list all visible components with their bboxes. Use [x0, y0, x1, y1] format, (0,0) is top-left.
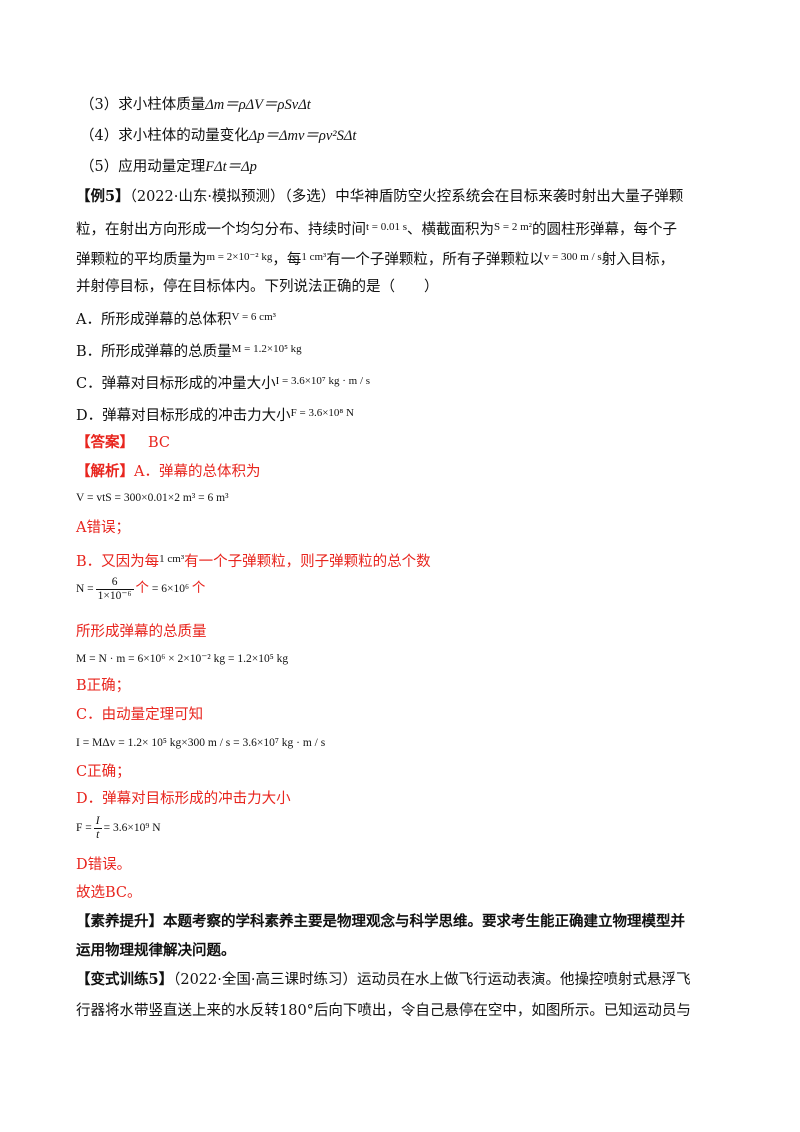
- analysis-conclusion: 故选BC。: [76, 885, 142, 901]
- step-5-formula: FΔt＝Δp: [205, 159, 257, 175]
- example-text-2a: 粒，在射出方向形成一个均匀分布、持续时间: [76, 222, 366, 238]
- example-source: （2022·山东·模拟预测）（多选）: [129, 189, 336, 205]
- step-3: （3）求小柱体质量Δm＝ρΔV＝ρSvΔt: [80, 95, 311, 115]
- example-line-3: 弹颗粒的平均质量为m = 2×10⁻² kg，每1 cm³有一个子弹颗粒，所有子…: [76, 247, 674, 270]
- option-b-text: B．所形成弹幕的总质量: [76, 344, 232, 360]
- answer-line: 【答案】 BC: [76, 433, 170, 453]
- volume-equation: V = vtS = 300×0.01×2 m³ = 6 m³: [76, 492, 229, 504]
- impulse-equation: I = MΔv = 1.2× 10⁵ kg×300 m / s = 3.6×10…: [76, 737, 326, 749]
- count-equation-lhs: N =: [76, 583, 94, 596]
- speed-formula: v = 300 m / s: [543, 251, 602, 263]
- example-tag: 【例5】: [76, 188, 130, 205]
- analysis-b-intro-a: B．又因为每: [76, 554, 160, 570]
- analysis-d-verdict: D错误。: [76, 857, 132, 873]
- example-line-1: 【例5】（2022·山东·模拟预测）（多选）中华神盾防空火控系统会在目标来袭时射…: [76, 187, 683, 207]
- area-formula: S = 2 m²: [494, 221, 532, 233]
- analysis-c-intro: C．由动量定理可知: [76, 707, 204, 723]
- unit-volume-formula: 1 cm³: [301, 251, 327, 263]
- training-text-1: 运动员在水上做飞行运动表演。他操控喷射式悬浮飞: [356, 972, 691, 988]
- example-text-1: 中华神盾防空火控系统会在目标来袭时射出大量子弹颗: [335, 189, 684, 205]
- count-equation-result: = 6×10⁶: [149, 583, 192, 596]
- example-text-3c: 有一个子弹颗粒，所有子弹颗粒以: [326, 252, 544, 268]
- count-fraction-denominator: 1×10⁻⁶: [97, 590, 132, 602]
- example-line-4: 并射停目标，停在目标体内。下列说法正确的是（ ）: [76, 277, 439, 297]
- answer-value: BC: [148, 435, 171, 451]
- step-4: （4）求小柱体的动量变化Δp＝Δmv＝ρv²SΔt: [80, 126, 356, 146]
- analysis-b-intro-b: 有一个子弹颗粒，则子弹颗粒的总个数: [184, 554, 431, 570]
- analysis-a-intro: 【解析】A．弹幕的总体积为: [76, 462, 260, 482]
- option-d-text: D．弹幕对目标形成的冲击力大小: [76, 408, 291, 424]
- step-4-formula: Δp＝Δmv＝ρv²SΔt: [248, 128, 357, 144]
- example-text-2b: 、横截面积为: [407, 222, 495, 238]
- option-a: A．所形成弹幕的总体积V = 6 cm³: [76, 307, 276, 330]
- force-equation-lhs: F =: [76, 822, 92, 835]
- force-equation-rhs: = 3.6×10⁹ N: [103, 822, 161, 835]
- mass-equation: M = N · m = 6×10⁶ × 2×10⁻² kg = 1.2×10⁵ …: [76, 653, 289, 665]
- example-line-2: 粒，在射出方向形成一个均匀分布、持续时间t = 0.01 s、横截面积为S = …: [76, 217, 677, 240]
- step-3-formula: Δm＝ρΔV＝ρSvΔt: [205, 97, 311, 113]
- example-text-3b: ，每: [272, 252, 302, 268]
- example-text-3d: 射入目标，: [601, 252, 675, 268]
- analysis-label: 【解析】: [76, 463, 134, 480]
- example-text-4: 并射停目标，停在目标体内。下列说法正确的是（ ）: [76, 279, 439, 295]
- training-source: （2022·全国·高三课时练习）: [173, 972, 357, 988]
- step-5-text: （5）应用动量定理: [80, 159, 206, 175]
- literacy-line-1: 【素养提升】本题考察的学科素养主要是物理观念与科学思维。要求考生能正确建立物理模…: [76, 913, 685, 930]
- example-text-3a: 弹颗粒的平均质量为: [76, 252, 207, 268]
- analysis-b-mass-intro: 所形成弹幕的总质量: [76, 624, 207, 640]
- option-c-formula: I = 3.6×10⁷ kg · m / s: [275, 375, 371, 387]
- training-tag: 【变式训练5】: [76, 971, 174, 988]
- force-fraction-denominator: t: [96, 829, 100, 841]
- analysis-c-verdict: C正确；: [76, 764, 131, 780]
- option-c: C．弹幕对目标形成的冲量大小I = 3.6×10⁷ kg · m / s: [76, 371, 370, 394]
- analysis-b-verdict: B正确；: [76, 678, 131, 694]
- step-4-text: （4）求小柱体的动量变化: [80, 128, 249, 144]
- count-fraction-numerator: 6: [95, 576, 134, 590]
- force-fraction-numerator: I: [93, 815, 102, 829]
- option-a-text: A．所形成弹幕的总体积: [76, 312, 232, 328]
- option-c-text: C．弹幕对目标形成的冲量大小: [76, 376, 276, 392]
- option-d: D．弹幕对目标形成的冲击力大小F = 3.6×10⁸ N: [76, 403, 354, 426]
- option-a-formula: V = 6 cm³: [231, 311, 276, 323]
- analysis-unit-volume: 1 cm³: [159, 553, 185, 565]
- analysis-a-verdict: A错误；: [76, 520, 130, 536]
- mass-formula: m = 2×10⁻² kg: [206, 251, 273, 263]
- training-line-2: 行器将水带竖直送上来的水反转180°后向下喷出，令自己悬停在空中，如图所示。已知…: [76, 1003, 691, 1019]
- analysis-d-intro: D．弹幕对目标形成的冲击力大小: [76, 791, 291, 807]
- time-formula: t = 0.01 s: [366, 221, 408, 233]
- analysis-a-intro-text: A．弹幕的总体积为: [134, 464, 261, 480]
- option-b-formula: M = 1.2×10⁵ kg: [231, 343, 302, 355]
- analysis-b-intro: B．又因为每1 cm³有一个子弹颗粒，则子弹颗粒的总个数: [76, 549, 431, 572]
- step-3-text: （3）求小柱体质量: [80, 97, 206, 113]
- count-unit-2: 个: [191, 580, 206, 597]
- literacy-line-2: 运用物理规律解决问题。: [76, 942, 236, 959]
- count-unit-1: 个: [135, 580, 150, 597]
- step-5: （5）应用动量定理FΔt＝Δp: [80, 157, 257, 177]
- option-d-formula: F = 3.6×10⁸ N: [290, 407, 354, 419]
- option-b: B．所形成弹幕的总质量M = 1.2×10⁵ kg: [76, 339, 302, 362]
- training-line-1: 【变式训练5】（2022·全国·高三课时练习）运动员在水上做飞行运动表演。他操控…: [76, 970, 690, 990]
- answer-label: 【答案】: [76, 434, 134, 451]
- example-text-2c: 的圆柱形弹幕，每个子: [531, 222, 677, 238]
